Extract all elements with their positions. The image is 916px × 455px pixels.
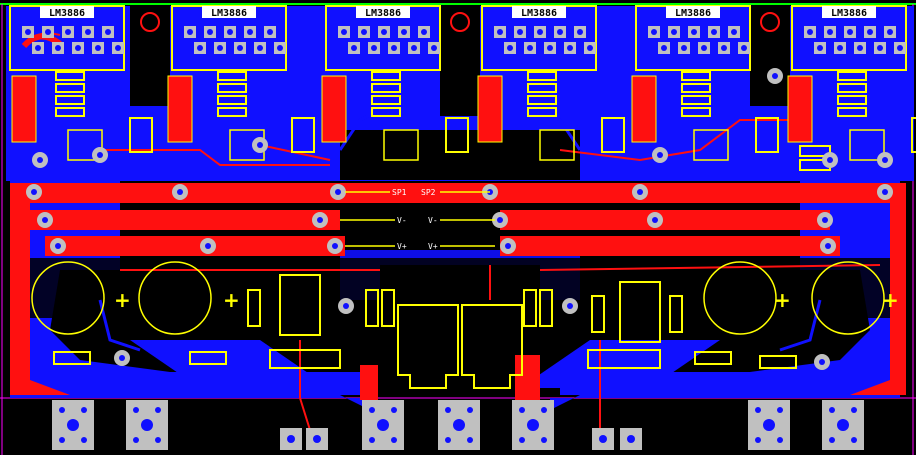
capacitor-icon: [811, 261, 885, 335]
mounting-holes: [140, 12, 780, 32]
resistor-outline: [539, 289, 553, 327]
rail-vplus-right: [500, 236, 840, 256]
small-terminal-pad: [620, 428, 642, 450]
small-components: [53, 145, 831, 369]
rail-vminus-right: [500, 210, 830, 230]
plus-mark: +: [774, 288, 791, 312]
resistor-outline: [694, 351, 732, 365]
resistor-outline: [53, 351, 91, 365]
capacitor-icon: [31, 261, 105, 335]
net-label-vplus-right: V+: [428, 242, 438, 251]
chip-label: LM3886: [675, 8, 711, 19]
terminal-connector-icon: [822, 400, 864, 450]
terminal-connectors: [52, 400, 864, 450]
mounting-hole-icon: [450, 12, 470, 32]
terminal-connector-icon: [512, 400, 554, 450]
rail-speaker: [10, 183, 890, 203]
power-rails: [10, 183, 906, 400]
terminal-connector-icon: [748, 400, 790, 450]
plus-mark: +: [223, 288, 240, 312]
chip-label: LM3886: [365, 8, 401, 19]
net-labels: SP1 SP2 V- V- V+ V+: [340, 188, 495, 251]
capacitor-icon: [138, 261, 212, 335]
net-label-vminus-right: V-: [428, 216, 438, 225]
amplifier-chips: LM3886 LM3886 LM3886 LM3886 LM3886 LM3886: [9, 5, 916, 161]
rail-vminus-left: [30, 210, 340, 230]
lm3886-chip: LM3886: [325, 5, 469, 161]
lm3886-chip: LM3886: [635, 5, 779, 161]
net-label-vminus-left: V-: [397, 216, 407, 225]
pads: [26, 68, 893, 370]
resistor-outline: [365, 289, 379, 327]
rail-right-return: [850, 183, 906, 395]
chip-label: LM3886: [211, 8, 247, 19]
lm3886-chip: LM3886: [171, 5, 315, 161]
net-label-sp2: SP2: [421, 188, 436, 197]
mounting-hole-icon: [760, 12, 780, 32]
small-terminal-pad: [592, 428, 614, 450]
rail-left-return: [10, 183, 70, 395]
resistor-outline: [381, 289, 395, 327]
capacitors: [31, 261, 885, 335]
resistor-outline: [799, 145, 831, 157]
chip-label: LM3886: [521, 8, 557, 19]
opamp-outline: [279, 274, 321, 336]
lm3886-chip: LM3886: [791, 5, 916, 161]
regulators: [269, 304, 661, 389]
jumper-arc: [21, 33, 62, 49]
small-terminal-pad: [280, 428, 302, 450]
plus-mark: +: [882, 288, 899, 312]
capacitor-icon: [703, 261, 777, 335]
plus-mark: +: [114, 288, 131, 312]
small-terminal-pad: [306, 428, 328, 450]
rail-vplus-left: [45, 236, 345, 256]
terminal-connector-icon: [362, 400, 404, 450]
resistor-outline: [189, 351, 227, 365]
resistor-outline: [247, 289, 261, 327]
net-label-vplus-left: V+: [397, 242, 407, 251]
terminal-connector-icon: [126, 400, 168, 450]
polarity-marks: + + + +: [114, 288, 899, 312]
resistor-outline: [759, 355, 797, 369]
terminal-connector-icon: [438, 400, 480, 450]
resistor-outline: [669, 295, 683, 333]
net-label-sp1: SP1: [392, 188, 407, 197]
resistor-outline: [591, 295, 605, 333]
power-resistors: [11, 75, 813, 143]
resistor-outline: [523, 289, 537, 327]
chip-label: LM3886: [831, 8, 867, 19]
lm3886-chip: LM3886: [481, 5, 625, 161]
mounting-hole-icon: [140, 12, 160, 32]
opamp-outline: [619, 281, 661, 343]
lm3886-chip: LM3886: [9, 5, 153, 161]
terminal-connector-icon: [52, 400, 94, 450]
chip-label: LM3886: [49, 8, 85, 19]
